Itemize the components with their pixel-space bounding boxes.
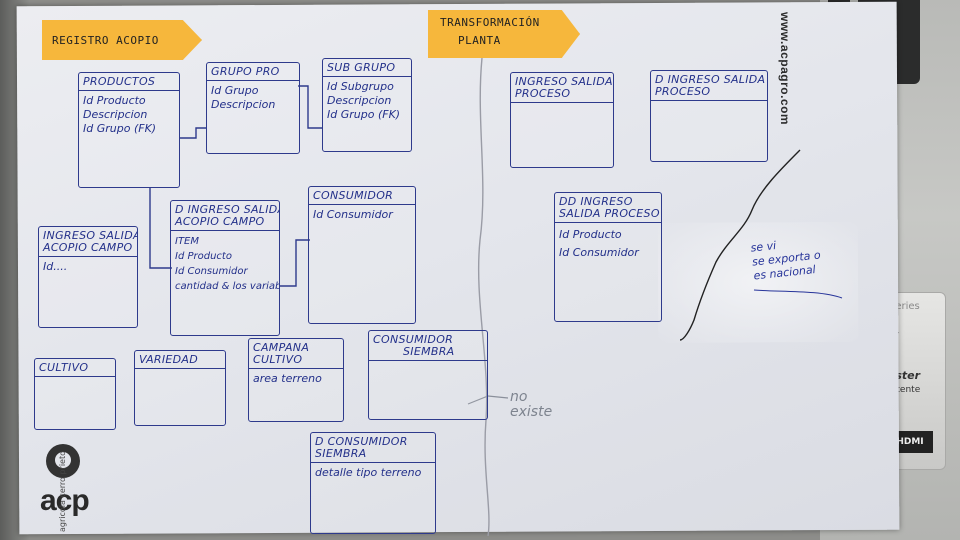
table-campana-cultivo-title: CULTIVO <box>253 353 303 366</box>
sticky-note-transformacion-planta <box>428 10 580 58</box>
relation-productos-dingreso <box>149 188 172 269</box>
table-ingreso-salida-acopio-field: Id.... <box>43 260 68 273</box>
table-consumidor-siembra-title: SIEMBRA <box>403 345 455 358</box>
table-consumidor-title: CONSUMIDOR <box>313 189 394 202</box>
table-d-ingreso-salida-acopio-title: ACOPIO CAMPO <box>175 215 265 228</box>
table-d-ingreso-salida-acopio-title: D INGRESO SALIDA <box>175 203 279 216</box>
table-variedad: VARIEDAD <box>134 350 226 426</box>
table-productos-title: PRODUCTOS <box>83 75 156 88</box>
sticky-registro-acopio-text: REGISTRO ACOPIO <box>52 34 159 47</box>
note-no-existe-line: no <box>510 389 528 405</box>
table-d-consumidor-siembra: D CONSUMIDOR SIEMBRA detalle tipo terren… <box>310 432 436 534</box>
table-cultivo-title: CULTIVO <box>39 361 89 374</box>
table-dd-ingreso-salida-proceso-title: SALIDA PROCESO <box>559 207 660 220</box>
table-consumidor-field: Id Consumidor <box>313 208 393 221</box>
relation-no-existe-arrow <box>467 395 509 405</box>
table-dd-ingreso-salida-proceso-title: DD INGRESO <box>559 195 633 208</box>
table-dd-ingreso-salida-proceso: DD INGRESO SALIDA PROCESO Id Producto Id… <box>554 192 662 322</box>
table-sub-grupo-title: SUB GRUPO <box>327 61 396 74</box>
table-campana-cultivo: CAMPANA CULTIVO area terreno <box>248 338 344 422</box>
sticky-planta-text: PLANTA <box>458 34 501 47</box>
table-ingreso-salida-acopio-title: ACOPIO CAMPO <box>43 241 133 254</box>
relation-productos-grupo <box>180 127 206 139</box>
table-d-consumidor-siembra-title: D CONSUMIDOR <box>315 435 408 448</box>
table-grupo-pro-field: Descripcion <box>211 98 276 111</box>
section-divider-line <box>477 57 490 537</box>
table-sub-grupo: SUB GRUPO Id Subgrupo Descripcion Id Gru… <box>322 58 412 152</box>
table-campana-cultivo-field: area terreno <box>253 372 322 385</box>
relation-grupo-subgrupo <box>298 85 322 129</box>
website-url: www.acpagro.com <box>778 12 792 126</box>
table-d-ingreso-salida-proceso-title: D INGRESO SALIDA <box>655 73 766 86</box>
annotation-squiggle <box>679 149 801 341</box>
table-productos: PRODUCTOS Id Producto Descripcion Id Gru… <box>78 72 180 188</box>
sticky-transformacion-text: TRANSFORMACIÓN <box>440 16 540 29</box>
table-ingreso-salida-proceso-title: PROCESO <box>515 87 571 100</box>
table-sub-grupo-field: Id Subgrupo <box>327 80 394 93</box>
acp-logo-mark: acp <box>40 484 90 517</box>
table-d-ingreso-salida-proceso-title: PROCESO <box>655 85 711 98</box>
table-d-consumidor-siembra-field: detalle tipo terreno <box>315 466 422 479</box>
table-sub-grupo-field: Descripcion <box>327 94 392 107</box>
table-d-ingreso-salida-acopio-field: Id Consumidor <box>175 266 248 277</box>
table-d-consumidor-siembra-title: SIEMBRA <box>315 447 367 460</box>
acp-logo-inner <box>55 452 71 468</box>
table-d-ingreso-salida-acopio-field: ITEM <box>175 236 200 247</box>
table-cultivo: CULTIVO <box>34 358 116 430</box>
table-productos-field: Id Grupo (FK) <box>83 122 157 135</box>
relation-dingreso-consumidor <box>280 239 310 287</box>
table-productos-field: Id Producto <box>83 94 146 107</box>
note-export: se vi se exporta o es nacional <box>750 235 823 284</box>
table-consumidor-siembra-title: CONSUMIDOR <box>373 333 454 346</box>
table-d-ingreso-salida-acopio: D INGRESO SALIDA ACOPIO CAMPO ITEM Id Pr… <box>170 200 280 336</box>
table-ingreso-salida-acopio-title: INGRESO SALIDA <box>43 229 137 242</box>
table-ingreso-salida-proceso: INGRESO SALIDA PROCESO <box>510 72 614 168</box>
table-ingreso-salida-proceso-title: INGRESO SALIDA <box>515 75 613 88</box>
table-grupo-pro-field: Id Grupo <box>211 84 259 97</box>
table-dd-ingreso-salida-proceso-field: Id Consumidor <box>559 246 639 259</box>
table-productos-field: Descripcion <box>83 108 148 121</box>
table-dd-ingreso-salida-proceso-field: Id Producto <box>559 228 622 241</box>
note-no-existe-line: existe <box>510 404 553 420</box>
sticky-note-registro-acopio <box>42 20 202 60</box>
table-ingreso-salida-acopio: INGRESO SALIDA ACOPIO CAMPO Id.... <box>38 226 138 328</box>
note-no-existe: no existe <box>510 390 552 420</box>
annotation-underline <box>753 289 843 299</box>
table-grupo-pro-title: GRUPO PRO <box>211 65 280 78</box>
sticker-series-text: Series <box>889 301 920 312</box>
table-d-ingreso-salida-acopio-field: Id Producto <box>175 251 232 262</box>
table-grupo-pro: GRUPO PRO Id Grupo Descripcion <box>206 62 300 154</box>
table-consumidor: CONSUMIDOR Id Consumidor <box>308 186 416 324</box>
table-campana-cultivo-title: CAMPANA <box>253 341 310 354</box>
table-consumidor-siembra: CONSUMIDOR SIEMBRA <box>368 330 488 420</box>
acp-logo-tagline: agricola cerro prieto <box>58 450 67 532</box>
table-sub-grupo-field: Id Grupo (FK) <box>327 108 401 121</box>
table-variedad-title: VARIEDAD <box>139 353 199 366</box>
table-d-ingreso-salida-proceso: D INGRESO SALIDA PROCESO <box>650 70 768 162</box>
table-d-ingreso-salida-acopio-field: cantidad & los variables <box>175 281 279 292</box>
